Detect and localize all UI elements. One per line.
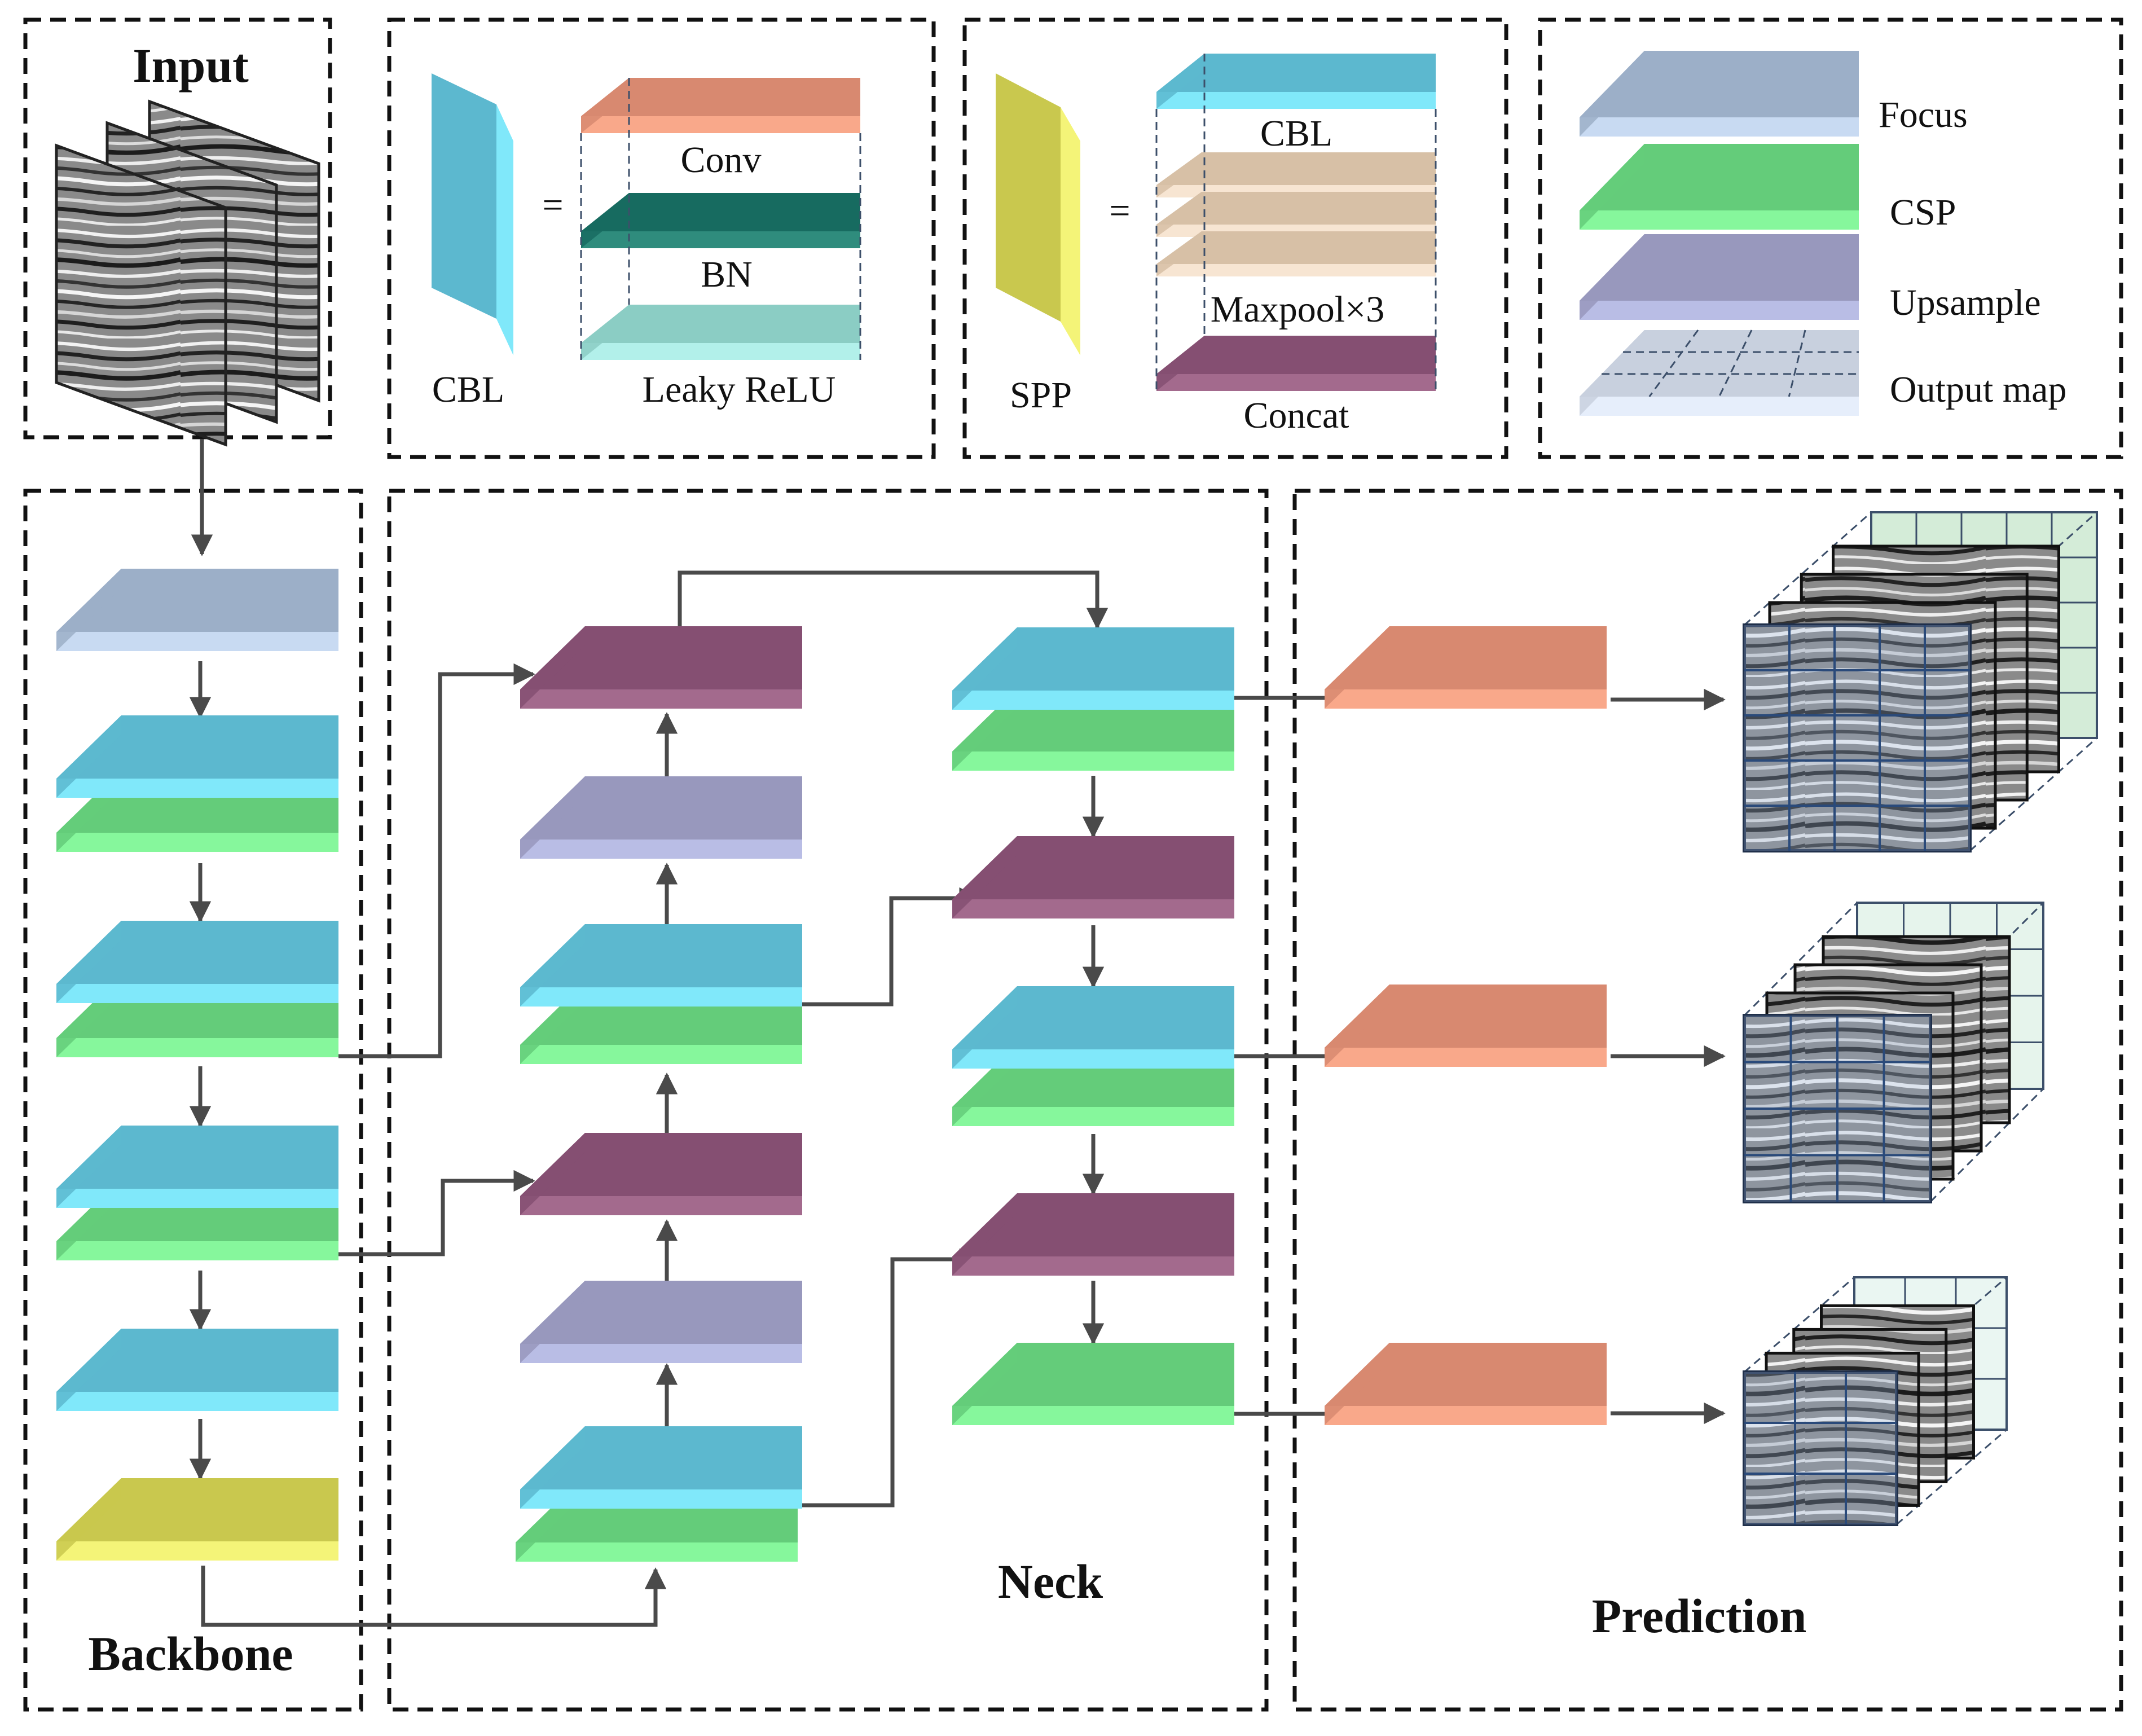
prediction-conv-1: [1325, 626, 1607, 709]
neck-cbl-4: [952, 986, 1234, 1069]
input-image-stack: [55, 99, 320, 447]
spp-block: [996, 73, 1080, 355]
backbone-panel: [23, 489, 363, 1712]
spp-definition-panel: [962, 17, 1508, 459]
cbl-definition: [432, 73, 861, 360]
backbone-focus: [56, 569, 338, 651]
neck-concat-1: [520, 626, 802, 709]
legend-label-focus: Focus: [1879, 94, 1968, 135]
prediction-panel: [1292, 489, 2123, 1712]
cbl-bn-layer: [581, 193, 860, 248]
backbone-to-neck-concat-1: [338, 663, 535, 1058]
input-panel: [23, 17, 332, 440]
legend-output-map-slab: [1580, 329, 1859, 416]
cbl-def-equals: =: [542, 184, 563, 226]
spp-def-layer-maxpool: Maxpool×3: [1211, 289, 1385, 330]
legend-label-upsample: Upsample: [1890, 282, 2041, 323]
backbone-cbl-1: [56, 715, 338, 798]
backbone-to-neck-concat-2: [338, 1170, 535, 1256]
legend-label-output-map: Output map: [1890, 369, 2066, 410]
prediction-title: Prediction: [1592, 1589, 1807, 1643]
legend-focus-slab: [1580, 51, 1859, 137]
output-map-large: [1743, 511, 2098, 852]
neck-cbl-2-to-concat-4: [802, 1248, 981, 1508]
neck-concat-4: [952, 1193, 1234, 1276]
backbone-cbl-4: [56, 1329, 338, 1411]
output-map-small: [1743, 1276, 2008, 1526]
cbl-block: [432, 73, 513, 355]
spp-cbl-layer: [1156, 54, 1436, 109]
spp-maxpool-layer-1: [1156, 152, 1436, 197]
cbl-leaky-relu-layer: [581, 305, 860, 360]
cbl-def-layer-leaky: Leaky ReLU: [643, 369, 836, 410]
neck-cbl-1-to-concat-3: [802, 887, 981, 1007]
cbl-def-block-label: CBL: [432, 369, 504, 410]
neck-csp-5: [952, 1343, 1234, 1425]
spp-to-neck-cbl-2: [201, 1566, 667, 1627]
legend-upsample-slab: [1580, 234, 1859, 320]
spp-def-layer-concat: Concat: [1244, 395, 1349, 436]
neck-upsample-1: [520, 776, 802, 859]
backbone-title: Backbone: [88, 1627, 293, 1681]
spp-def-equals: =: [1109, 190, 1130, 231]
prediction-conv-3: [1325, 1343, 1607, 1425]
input-title: Input: [133, 38, 249, 93]
neck-concat-2: [520, 1133, 802, 1215]
neck-upsample-2: [520, 1281, 802, 1363]
neck-concat-1-to-cbl-3: [678, 570, 1109, 630]
spp-def-block-label: SPP: [1010, 375, 1072, 416]
cbl-def-layer-bn: BN: [701, 254, 753, 295]
legend-panel: [1538, 17, 2123, 459]
backbone-spp: [56, 1478, 338, 1561]
cbl-conv-layer: [581, 78, 860, 133]
neck-cbl-3: [952, 627, 1234, 710]
spp-maxpool-layer-3: [1156, 231, 1436, 276]
backbone-cbl-2: [56, 921, 338, 1003]
input-image-1: [55, 143, 227, 447]
spp-definition: [996, 54, 1437, 391]
neck-title: Neck: [998, 1554, 1103, 1608]
neck-concat-3: [952, 836, 1234, 918]
legend-label-csp: CSP: [1890, 192, 1956, 233]
output-map-medium: [1743, 902, 2044, 1203]
cbl-def-layer-conv: Conv: [680, 139, 761, 181]
neck-cbl-1: [520, 924, 802, 1007]
prediction-conv-2: [1325, 985, 1607, 1067]
spp-concat-layer: [1156, 336, 1436, 391]
spp-def-layer-cbl: CBL: [1260, 113, 1332, 154]
backbone-cbl-3: [56, 1126, 338, 1208]
cbl-definition-panel: [387, 17, 936, 459]
neck-cbl-2: [520, 1426, 802, 1509]
spp-maxpool-layer-2: [1156, 192, 1436, 237]
legend-csp-slab: [1580, 144, 1859, 230]
neck-panel: [387, 489, 1269, 1712]
